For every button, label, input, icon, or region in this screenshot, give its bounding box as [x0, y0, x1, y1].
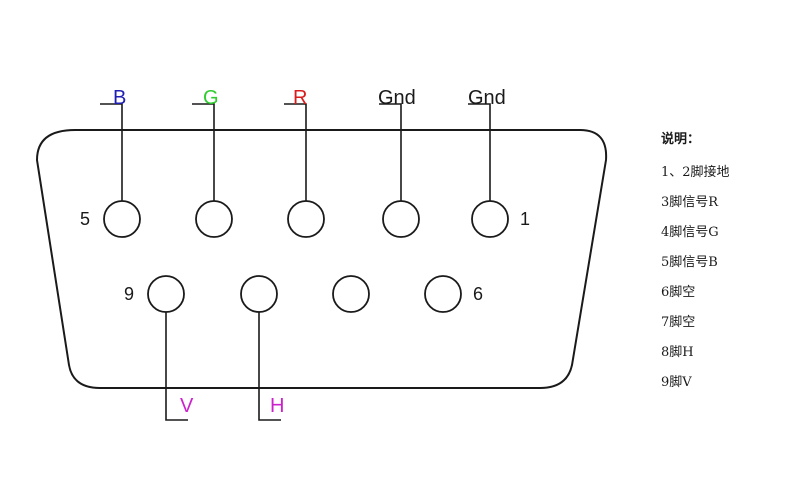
signal-label-gnd-5: Gnd	[468, 87, 506, 109]
pin-lead-6	[165, 294, 188, 421]
pin-lead-1	[100, 103, 123, 219]
pin-lead-2	[192, 103, 215, 219]
legend-item: 1、2脚接地	[661, 165, 730, 180]
signal-label-g: G	[203, 87, 219, 109]
pin-5	[471, 200, 509, 238]
signal-label-b: B	[113, 87, 126, 109]
pin-number-1: 1	[520, 209, 530, 229]
signal-label-v: V	[180, 395, 194, 417]
legend-item: 7脚空	[661, 315, 696, 330]
signal-label-gnd-4: Gnd	[378, 87, 416, 109]
pin-8	[332, 275, 370, 313]
pin-4	[382, 200, 420, 238]
legend-item: 8脚H	[661, 345, 694, 360]
pin-lead-3	[284, 103, 307, 219]
pin-1	[103, 200, 141, 238]
legend-item: 3脚信号R	[661, 195, 719, 210]
pin-number-5: 5	[80, 209, 90, 229]
legend-list: 1、2脚接地 3脚信号R 4脚信号G 5脚信号B 6脚空 7脚空 8脚H 9脚V	[661, 158, 786, 398]
pin-lead-7	[258, 294, 281, 421]
pin-lead-4	[379, 103, 402, 219]
legend-item: 9脚V	[661, 375, 692, 390]
pin-2	[195, 200, 233, 238]
legend-item: 4脚信号G	[661, 225, 719, 240]
legend-title: 说明：	[661, 132, 701, 147]
connector-shell	[35, 129, 608, 389]
signal-label-r: R	[293, 87, 307, 109]
pin-number-6: 6	[473, 284, 483, 304]
pin-7	[240, 275, 278, 313]
legend-item: 5脚信号B	[661, 255, 718, 270]
pin-lead-5	[468, 103, 491, 219]
pin-3	[287, 200, 325, 238]
pin-6	[147, 275, 185, 313]
legend: 说明： 1、2脚接地 3脚信号R 4脚信号G 5脚信号B 6脚空 7脚空 8脚H 9脚V	[661, 128, 786, 398]
signal-label-h: H	[270, 395, 284, 417]
pin-number-9: 9	[124, 284, 134, 304]
legend-item: 6脚空	[661, 285, 696, 300]
pin-9	[424, 275, 462, 313]
